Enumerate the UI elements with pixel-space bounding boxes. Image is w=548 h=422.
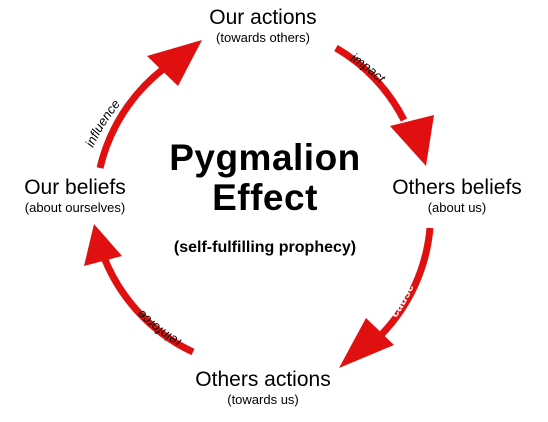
- center-title: Pygmalion Effect: [130, 138, 400, 218]
- node-our-actions-sub: (towards others): [216, 30, 310, 45]
- node-others-actions-label: Others actions: [195, 368, 331, 391]
- node-our-beliefs-sub: (about ourselves): [24, 200, 126, 215]
- arrow-impact: [334, 44, 434, 166]
- arrow-label-cause: cause: [386, 281, 417, 320]
- arrow-reinforce: [84, 224, 195, 356]
- arrow-cause: [339, 227, 434, 368]
- node-our-beliefs-label: Our beliefs: [24, 176, 126, 199]
- node-others-beliefs: Others beliefs (about us): [372, 176, 542, 215]
- node-others-actions-sub: (towards us): [227, 392, 299, 407]
- arrow-label-impact: impact: [348, 50, 389, 87]
- arrow-label-reinforce: reinforce: [134, 307, 184, 350]
- center-title-line1: Pygmalion: [169, 137, 361, 178]
- center-title-line2: Effect: [212, 177, 318, 218]
- center-subtitle: (self-fulfilling prophecy): [173, 239, 357, 256]
- node-our-actions-label: Our actions: [209, 6, 317, 29]
- arrow-influence: [96, 40, 202, 169]
- node-others-beliefs-label: Others beliefs: [392, 176, 522, 199]
- node-others-actions: Others actions (towards us): [178, 368, 348, 407]
- node-our-actions: Our actions (towards others): [178, 6, 348, 45]
- node-others-beliefs-sub: (about us): [427, 200, 487, 215]
- node-our-beliefs: Our beliefs (about ourselves): [2, 176, 148, 215]
